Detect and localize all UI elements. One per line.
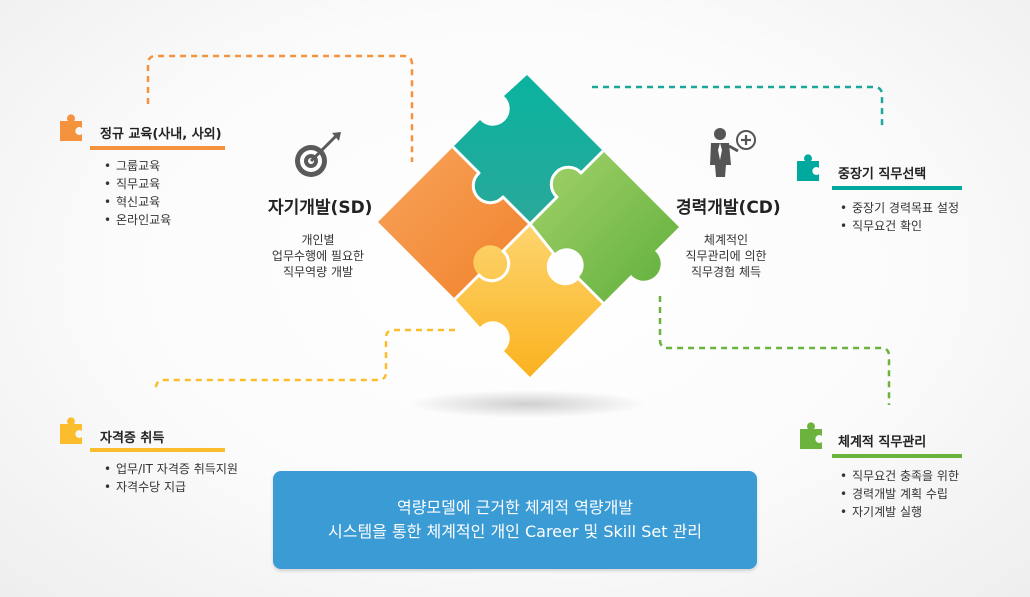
puzzle-piece-icon	[60, 417, 82, 444]
sd-desc-line: 개인별	[301, 233, 335, 247]
sd-desc-line: 업무수행에 필요한	[271, 249, 365, 263]
section-title-certificate: 자격증 취득	[100, 431, 165, 446]
puzzle-piece-icon	[797, 154, 819, 181]
cd-title: 경력개발(CD)	[676, 198, 781, 218]
connector-yellow	[154, 328, 455, 392]
list-item: 자기계발 실행	[840, 503, 959, 521]
sd-title: 자기개발(SD)	[268, 198, 373, 218]
section-underline	[90, 146, 225, 150]
section-underline	[832, 454, 962, 458]
summary-banner: 역량모델에 근거한 체계적 역량개발 시스템을 통한 체계적인 개인 Caree…	[273, 471, 757, 569]
list-item: 경력개발 계획 수립	[840, 485, 959, 503]
section-title-mid-long-job: 중장기 직무선택	[838, 167, 927, 182]
puzzle-piece-green	[530, 151, 679, 303]
list-item: 온라인교육	[104, 211, 171, 229]
systematic-job-list: 직무요건 충족을 위한 경력개발 계획 수립 자기계발 실행	[840, 467, 959, 521]
section-title-regular-edu: 정규 교육(사내, 사외)	[100, 127, 222, 142]
regular-edu-list: 그룹교육 직무교육 혁신교육 온라인교육	[104, 157, 171, 229]
section-underline	[832, 186, 962, 190]
cd-desc-line: 직무관리에 의한	[685, 249, 767, 263]
banner-line-1: 역량모델에 근거한 체계적 역량개발	[396, 498, 634, 517]
businessman-plus-icon	[710, 128, 756, 177]
list-item: 직무요건 충족을 위한	[840, 467, 959, 485]
list-item: 그룹교육	[104, 157, 171, 175]
connector-orange	[146, 54, 414, 162]
list-item: 중장기 경력목표 설정	[840, 199, 959, 217]
cd-desc-line: 체계적인	[703, 233, 749, 247]
list-item: 업무/IT 자격증 취득지원	[104, 460, 238, 478]
connector-green	[658, 296, 891, 405]
cd-desc-line: 직무경험 체득	[690, 265, 762, 279]
section-title-systematic-job: 체계적 직무관리	[838, 435, 927, 450]
certificate-list: 업무/IT 자격증 취득지원 자격수당 지급	[104, 460, 238, 496]
puzzle-group	[378, 75, 679, 377]
sd-description: 개인별 업무수행에 필요한 직무역량 개발	[248, 232, 388, 280]
puzzle-piece-icon	[800, 422, 822, 449]
puzzle-shadow	[407, 390, 647, 418]
list-item: 혁신교육	[104, 193, 171, 211]
list-item: 직무교육	[104, 175, 171, 193]
puzzle-piece-icon	[60, 114, 82, 141]
section-underline	[90, 448, 225, 452]
puzzle-piece-teal	[453, 75, 603, 224]
mid-long-job-list: 중장기 경력목표 설정 직무요건 확인	[840, 199, 959, 235]
connector-teal	[592, 85, 884, 130]
puzzle-piece-yellow	[455, 224, 603, 377]
list-item: 직무요건 확인	[840, 217, 959, 235]
target-icon	[295, 132, 341, 177]
sd-desc-line: 직무역량 개발	[282, 265, 354, 279]
cd-description: 체계적인 직무관리에 의한 직무경험 체득	[656, 232, 796, 280]
banner-line-2: 시스템을 통한 체계적인 개인 Career 및 Skill Set 관리	[328, 522, 702, 541]
list-item: 자격수당 지급	[104, 478, 238, 496]
